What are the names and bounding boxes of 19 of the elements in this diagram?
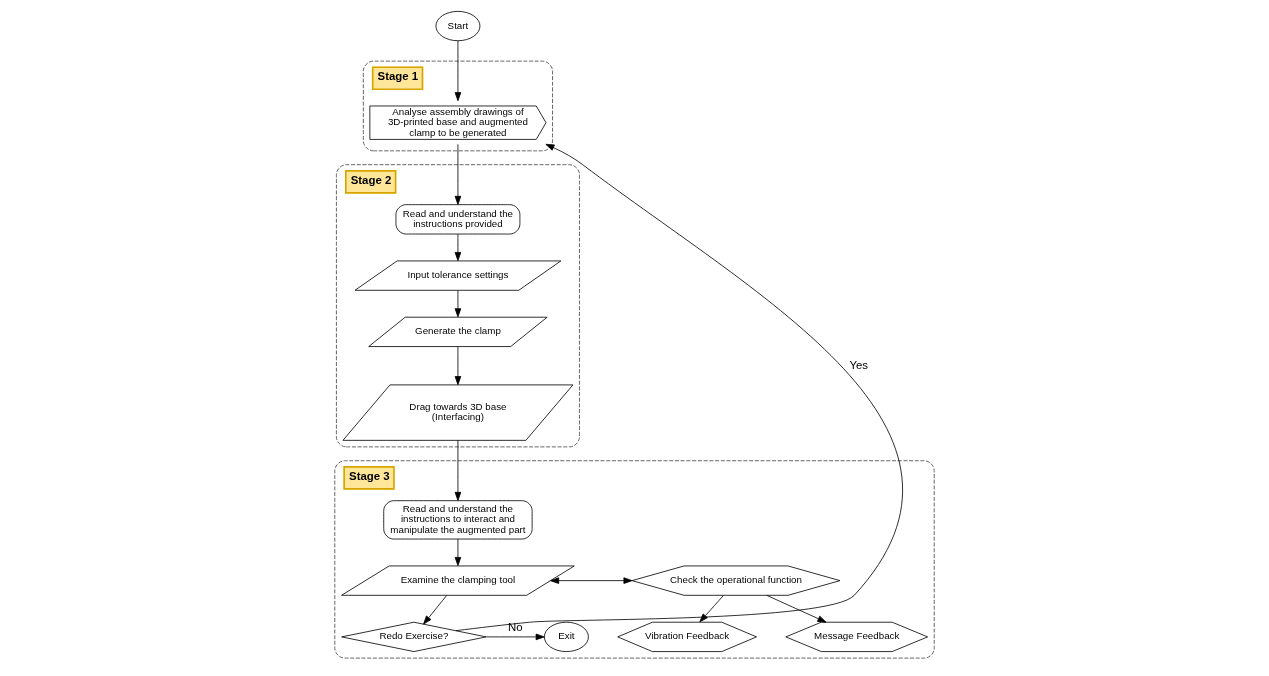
arrow [455, 143, 903, 632]
arrow [454, 538, 462, 566]
edge-label: Yes [849, 358, 869, 371]
arrow [454, 439, 462, 501]
arrow [454, 233, 462, 261]
arrow [454, 40, 462, 102]
node-box: Read and understand the instructions to interact and manipulate the augmented part [383, 500, 533, 540]
arrow [423, 595, 447, 625]
node-ellipse: Start [435, 10, 481, 42]
arrow [550, 577, 633, 584]
node-ellipse: Exit [543, 621, 589, 652]
arrow [454, 290, 462, 318]
node-box: Read and understand the instructions provided [395, 204, 521, 235]
node-diamond: Redo Exercise? [341, 621, 487, 652]
arrow [454, 346, 462, 386]
arrow [766, 594, 827, 623]
arrow [454, 143, 462, 205]
arrow [485, 633, 545, 641]
edge-label: No [508, 621, 523, 634]
